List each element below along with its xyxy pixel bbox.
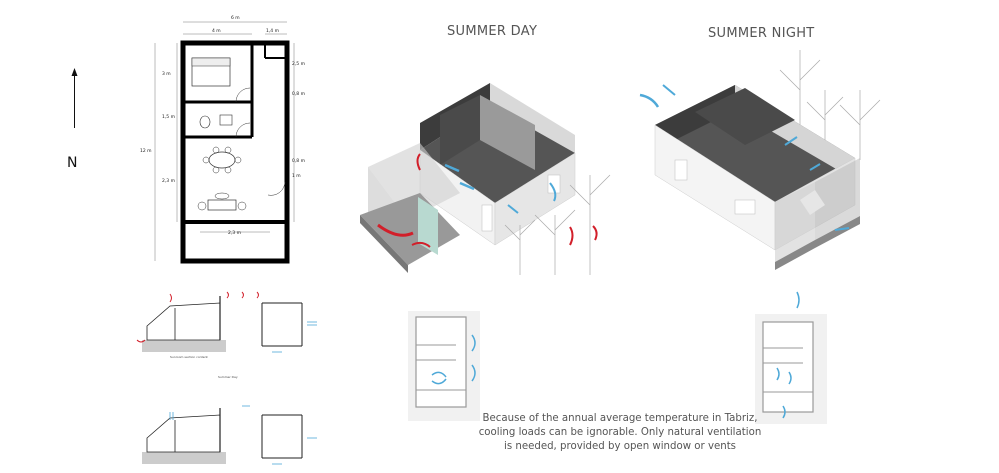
caption-line-1: Because of the annual average temperatur… — [482, 413, 758, 424]
dim-left-1: 3 m — [162, 71, 171, 77]
dim-left-3: 2,3 m — [162, 178, 175, 184]
floor-plan: 6 m 4 m 1,4 m 12 m 3 m 1,5 m 2,3 m 2,5 m… — [140, 15, 305, 264]
summer-night-axonometric — [639, 50, 881, 270]
north-arrow-icon — [71, 68, 78, 128]
dim-height-total: 12 m — [140, 148, 152, 154]
title-summer-night: SUMMER NIGHT — [708, 26, 815, 41]
dim-right-3: 0,8 m — [292, 158, 305, 164]
section-summer-day — [136, 291, 317, 353]
north-label: N — [67, 155, 78, 171]
summer-day-small-label: Summer Day — [218, 375, 238, 379]
caption-line-2: cooling loads can be ignorable. Only nat… — [478, 427, 762, 438]
dim-width-total: 6 m — [231, 15, 240, 21]
title-summer-day: SUMMER DAY — [447, 24, 538, 39]
caption-line-3: is needed, provided by open window or ve… — [503, 441, 736, 452]
dim-right-1: 2,5 m — [292, 61, 305, 67]
dim-left-2: 1,5 m — [162, 114, 175, 120]
section-note-label: Sunroom section content — [170, 355, 208, 359]
plan-summer-night-small — [755, 291, 827, 424]
dim-width-left: 4 m — [212, 28, 221, 34]
section-summer-night — [142, 405, 317, 465]
plan-summer-day-small — [408, 311, 480, 421]
caption-text: Because of the annual average temperatur… — [470, 412, 770, 454]
dim-bottom: 2,3 m — [228, 230, 241, 236]
dim-right-4: 1 m — [292, 173, 301, 179]
summer-day-axonometric — [360, 83, 611, 275]
dim-width-right: 1,4 m — [266, 28, 279, 34]
dim-right-2: 0,8 m — [292, 91, 305, 97]
